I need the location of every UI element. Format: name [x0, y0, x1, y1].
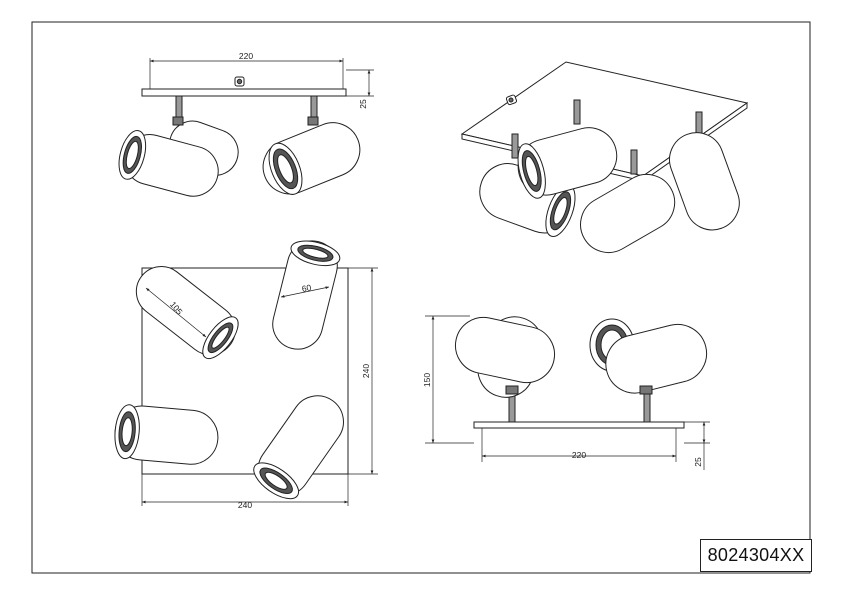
- side-spot-left: [454, 316, 556, 384]
- iso-spot-right: [669, 132, 740, 231]
- iso-stem-back: [573, 99, 581, 125]
- front-plate-height-dimension: [346, 69, 374, 97]
- drawing-frame: [31, 21, 811, 574]
- spot-diameter-label: 60: [301, 282, 312, 294]
- top-width-label: 240: [238, 500, 252, 510]
- spot-diameter-dimension: [280, 286, 330, 298]
- product-code: 8024304XX: [700, 539, 812, 572]
- side-total-height-label: 150: [422, 373, 432, 387]
- side-knuckle-right: [639, 385, 653, 395]
- top-width-dimension: [141, 474, 349, 506]
- side-view: [454, 316, 708, 429]
- top-spot-bottom-right: [253, 395, 344, 500]
- top-height-dimension: [348, 267, 378, 475]
- side-knuckle-left: [505, 385, 519, 395]
- top-height-label: 240: [361, 364, 371, 378]
- spot-length-dimension: [145, 287, 207, 338]
- side-width-label: 220: [572, 450, 586, 460]
- front-view: [118, 76, 361, 197]
- side-ceiling-plate: [473, 421, 685, 429]
- side-width-dimension: [481, 428, 677, 462]
- side-stem-right: [643, 391, 651, 423]
- front-knuckle-left: [172, 116, 184, 126]
- front-stem-right: [310, 95, 318, 121]
- top-view: [114, 240, 349, 500]
- iso-cable-clamp: [505, 94, 518, 106]
- isometric-view: [460, 61, 749, 253]
- side-plate-height-label: 25: [693, 457, 703, 467]
- iso-stem-left: [511, 133, 519, 159]
- front-knuckle-right: [307, 116, 319, 126]
- side-total-height-dimension: [425, 315, 474, 444]
- front-cable-clamp: [234, 76, 245, 87]
- side-plate-height-dimension: [684, 421, 710, 470]
- front-stem-left: [175, 95, 183, 121]
- front-spot-left: [118, 130, 219, 197]
- front-width-label: 220: [239, 51, 253, 61]
- front-width-dimension: [149, 58, 344, 89]
- iso-spot-front-left: [517, 127, 618, 199]
- iso-stem-front: [630, 149, 638, 175]
- top-spot-bottom-left: [114, 404, 219, 465]
- side-spot-right: [605, 323, 708, 394]
- iso-spot-front: [580, 174, 676, 253]
- iso-stem-right: [695, 111, 703, 135]
- front-spot-right: [262, 122, 361, 195]
- front-plate-height-label: 25: [358, 99, 368, 109]
- front-ceiling-plate: [141, 88, 347, 97]
